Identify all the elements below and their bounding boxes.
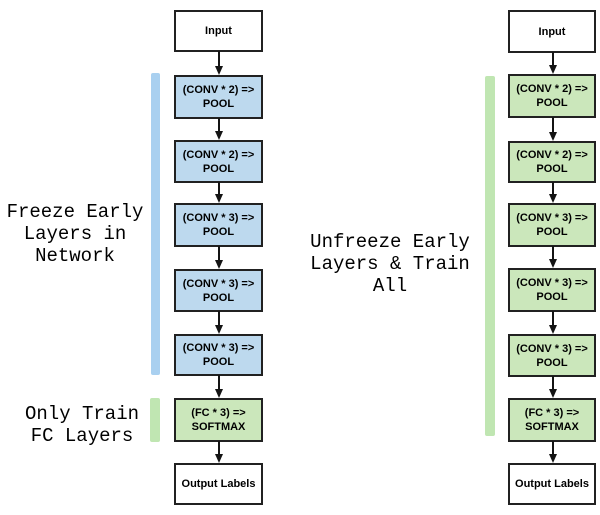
- box-conv5-right: (CONV * 3) => POOL: [508, 334, 596, 377]
- box-conv3-left: (CONV * 3) => POOL: [174, 203, 263, 247]
- frozen-layers-bar: [151, 73, 160, 375]
- box-input-right: Input: [508, 10, 596, 53]
- box-conv2-left: (CONV * 2) => POOL: [174, 140, 263, 183]
- down-arrow: [214, 119, 223, 140]
- down-arrow: [548, 312, 557, 334]
- down-arrow: [548, 183, 557, 203]
- box-output-left: Output Labels: [174, 463, 263, 505]
- box-fc-right: (FC * 3) => SOFTMAX: [508, 398, 596, 442]
- down-arrow: [214, 442, 223, 463]
- box-output-right: Output Labels: [508, 463, 596, 505]
- unfreeze-train-all-label: Unfreeze Early Layers & Train All: [310, 231, 470, 297]
- down-arrow: [214, 52, 223, 75]
- down-arrow: [548, 442, 557, 463]
- box-conv2-right: (CONV * 2) => POOL: [508, 141, 596, 183]
- box-conv4-left: (CONV * 3) => POOL: [174, 269, 263, 312]
- down-arrow: [548, 247, 557, 268]
- down-arrow: [548, 118, 557, 141]
- train-fc-bar: [150, 398, 160, 442]
- only-train-fc-label: Only Train FC Layers: [24, 403, 140, 447]
- down-arrow: [214, 183, 223, 203]
- box-input-left: Input: [174, 10, 263, 52]
- down-arrow: [548, 377, 557, 398]
- down-arrow: [214, 247, 223, 269]
- down-arrow: [548, 53, 557, 74]
- box-conv1-right: (CONV * 2) => POOL: [508, 74, 596, 118]
- box-conv4-right: (CONV * 3) => POOL: [508, 268, 596, 312]
- down-arrow: [214, 376, 223, 398]
- freeze-early-layers-label: Freeze Early Layers in Network: [6, 201, 144, 267]
- train-all-bar: [485, 76, 495, 436]
- box-conv1-left: (CONV * 2) => POOL: [174, 75, 263, 119]
- down-arrow: [214, 312, 223, 334]
- box-fc-left: (FC * 3) => SOFTMAX: [174, 398, 263, 442]
- box-conv5-left: (CONV * 3) => POOL: [174, 334, 263, 376]
- box-conv3-right: (CONV * 3) => POOL: [508, 203, 596, 247]
